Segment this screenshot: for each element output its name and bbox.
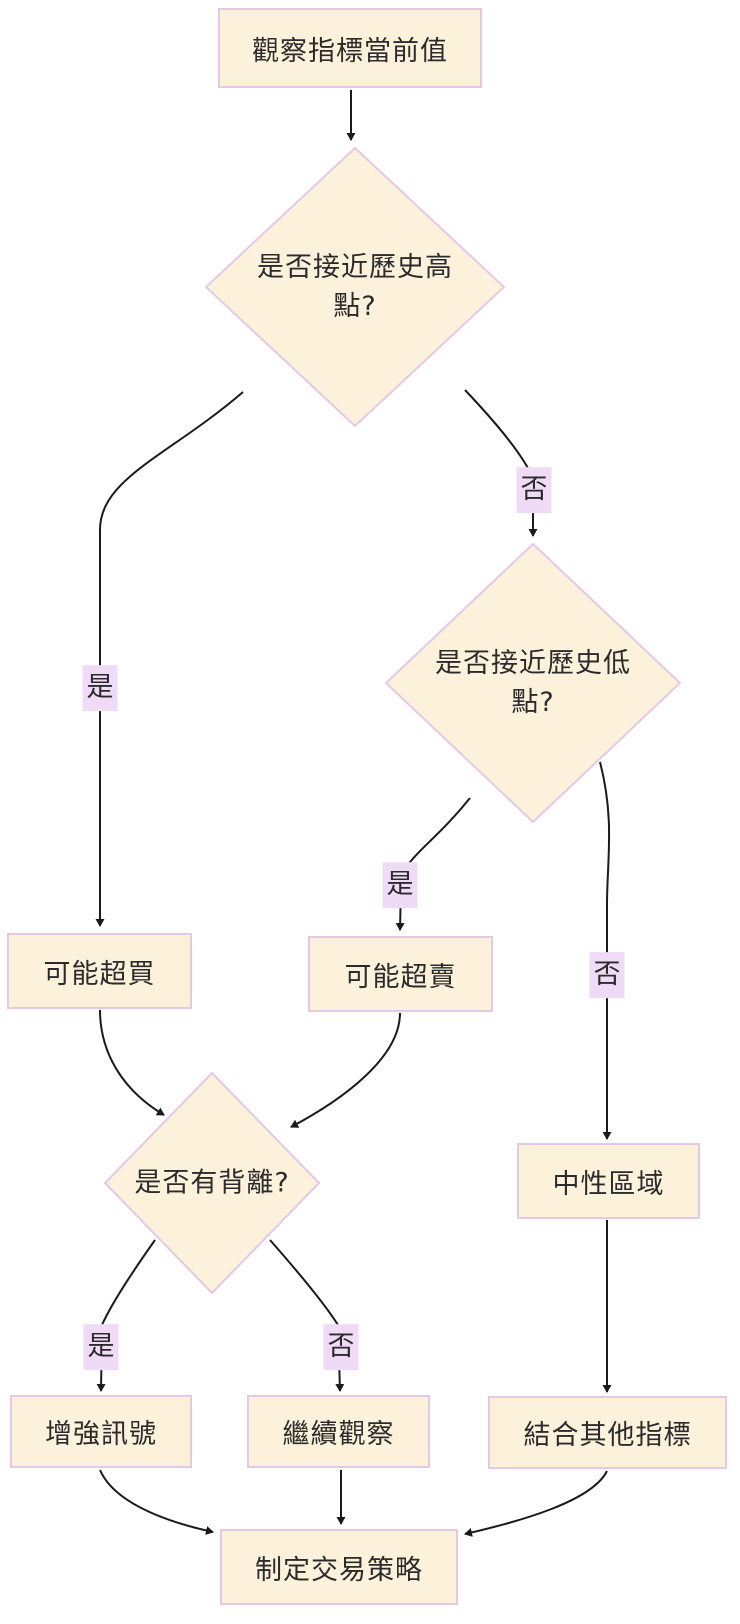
edge-oversold-to-d3 [290,1012,401,1128]
node-combine-other-indicators: 結合其他指標 [488,1396,727,1469]
node-strengthen-signal: 增強訊號 [10,1395,192,1468]
edge-label-d2-no: 否 [589,952,625,998]
node-label: 繼續觀察 [282,1419,395,1450]
node-continue-observing: 繼續觀察 [247,1395,430,1468]
edge-strengthen-to-strategy [99,1469,214,1535]
node-label: 制定交易策略 [255,1554,423,1586]
edge-d1-yes-to-overbought [95,391,244,927]
node-possibly-oversold: 可能超賣 [308,936,493,1012]
edge-d2-no-to-neutral [599,761,612,1140]
node-label: 可能超買 [43,958,156,990]
edge-overbought-to-d3 [99,1009,165,1116]
node-observe-current-value: 觀察指標當前值 [218,8,482,88]
edge-label-d3-yes: 是 [83,1324,119,1370]
node-label: 增強訊號 [45,1419,157,1450]
decision-label: 是否有背離? [134,1167,290,1199]
node-label: 中性區域 [552,1168,665,1200]
edge-combine-to-strategy [464,1470,608,1537]
decision-near-historical-low: 是否接近歷史低點? [385,543,681,823]
decision-near-historical-high: 是否接近歷史高點? [205,147,505,427]
node-possibly-overbought: 可能超買 [7,933,192,1009]
decision-label: 是否接近歷史低點? [435,647,631,718]
node-label: 觀察指標當前值 [252,35,448,67]
decision-divergence: 是否有背離? [104,1072,320,1294]
diamond-shape [205,147,505,427]
edge-d3-yes-to-strengthen [96,1239,156,1392]
diamond-shape [385,543,681,823]
edge-label-d3-no: 否 [323,1324,359,1370]
edge-label-d1-no: 否 [516,467,552,513]
node-formulate-trading-strategy: 制定交易策略 [220,1529,458,1605]
node-label: 可能超賣 [344,961,457,993]
node-neutral-zone: 中性區域 [517,1143,700,1219]
edge-label-d1-yes: 是 [82,665,118,711]
diamond-shape [104,1072,320,1294]
decision-label: 是否接近歷史高點? [257,251,453,322]
edge-d3-no-to-observe [269,1239,345,1392]
edge-label-d2-yes: 是 [382,862,418,908]
node-label: 結合其他指標 [523,1420,692,1451]
